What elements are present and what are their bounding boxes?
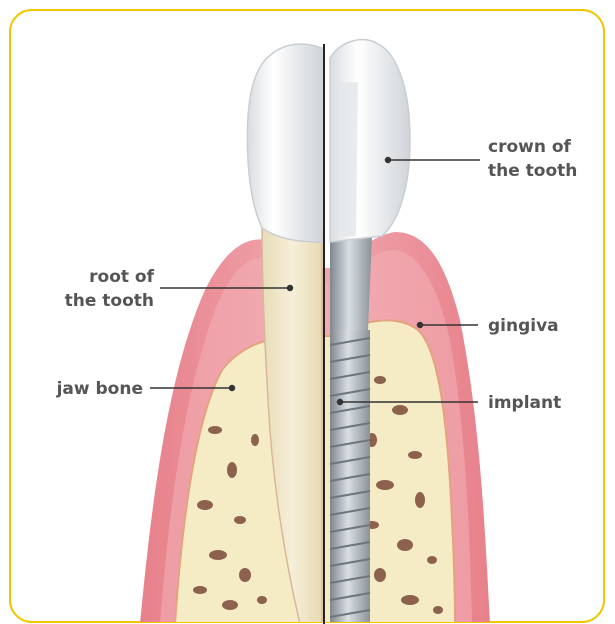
label-crown-line2: the tooth [488,161,577,181]
label-gingiva: gingiva [488,316,559,336]
gingiva-dot [418,323,423,328]
root-dot [288,286,293,291]
natural-crown [247,44,322,242]
jaw-bone-dot [230,386,235,391]
crown-core [338,82,358,236]
label-crown-line1: crown of [488,137,572,157]
implant-screw [330,330,370,624]
implant-abutment [330,236,372,330]
implant-dot [338,400,343,405]
label-root-line2: the tooth [65,291,154,311]
label-implant: implant [488,393,561,413]
label-jaw-bone: jaw bone [56,379,143,399]
label-root-line1: root of [89,267,154,287]
crown-dot [386,158,391,163]
